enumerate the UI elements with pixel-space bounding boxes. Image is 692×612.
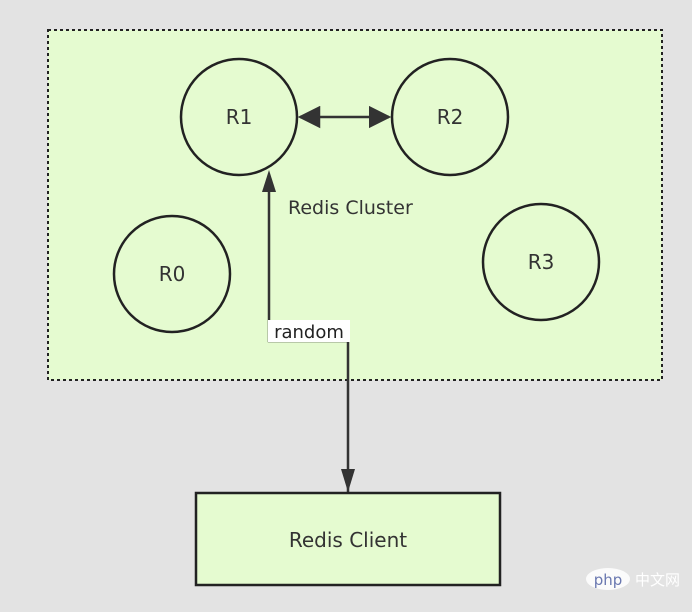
node-r2: R2 (390, 57, 510, 177)
node-r1-label: R1 (226, 105, 253, 129)
node-r1: R1 (179, 57, 299, 177)
edge-label-bg (268, 320, 350, 342)
node-r0-label: R0 (159, 262, 186, 286)
node-r3: R3 (481, 202, 601, 322)
node-r2-label: R2 (437, 105, 464, 129)
client-box (194, 491, 502, 587)
php-logo-watermark: php 中文网 (586, 568, 680, 590)
node-r0: R0 (112, 214, 232, 334)
watermark-logo-text: php (594, 571, 623, 589)
cluster-label: Redis Cluster (288, 197, 413, 219)
watermark-site-text: 中文网 (635, 571, 680, 589)
arrowhead-to-r1 (262, 170, 276, 192)
node-r3-label: R3 (528, 250, 555, 274)
edge-label-random: random (274, 322, 344, 343)
arrowhead-to-client (341, 469, 355, 492)
client-label: Redis Client (289, 528, 407, 552)
